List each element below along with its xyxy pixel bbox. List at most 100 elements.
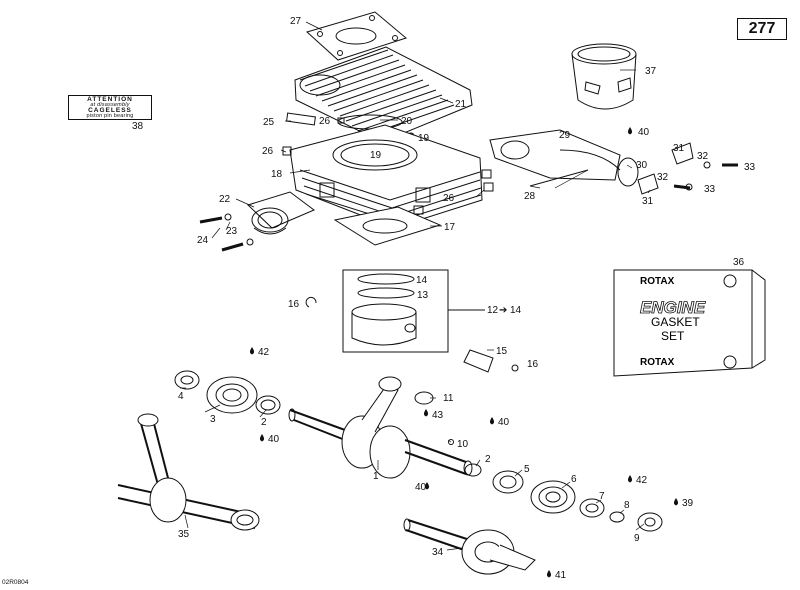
callout-43: 43 xyxy=(432,410,444,421)
screw xyxy=(199,216,223,224)
spacer xyxy=(492,470,524,494)
callout-29: 29 xyxy=(559,130,571,141)
main-bearing xyxy=(530,480,576,514)
attention-line-3: CAGELESS xyxy=(88,107,132,115)
stud xyxy=(337,117,345,124)
intake-manifold xyxy=(247,191,315,235)
callout-32-bottom: 32 xyxy=(657,172,669,183)
callout-42-left: 42 xyxy=(258,347,270,358)
callout-labels: 27 21 37 38 25 26 20 19 19 26 18 26 17 2… xyxy=(132,16,756,581)
callout-41: 41 xyxy=(555,570,567,581)
attention-tag: ATTENTION at disassembly CAGELESS piston… xyxy=(68,95,152,120)
ring xyxy=(464,463,482,477)
callout-5: 5 xyxy=(524,464,530,475)
bracket xyxy=(637,173,659,195)
dowel-pin xyxy=(413,205,424,215)
callout-26-right: 26 xyxy=(443,193,455,204)
leader-lines xyxy=(180,21,651,551)
callout-31-top: 31 xyxy=(673,143,685,154)
callout-8: 8 xyxy=(624,500,630,511)
circlip xyxy=(305,296,317,308)
gasket-set-word-engine: ENGINE xyxy=(640,298,706,317)
callout-12: 12 xyxy=(487,305,499,316)
callout-26: 26 xyxy=(319,116,331,127)
callout-17: 17 xyxy=(444,222,456,233)
callout-4: 4 xyxy=(178,391,184,402)
callout-14: 14 xyxy=(416,275,428,286)
callout-40-right: 40 xyxy=(498,417,510,428)
callout-22: 22 xyxy=(219,194,231,205)
piston-pin xyxy=(463,349,494,373)
callout-35: 35 xyxy=(178,529,190,540)
gasket-set-text: ROTAX ENGINE GASKET SET ROTAX xyxy=(640,276,707,368)
callout-26-left: 26 xyxy=(262,146,274,157)
callout-11: 11 xyxy=(443,393,454,404)
gasket-set-word-set: SET xyxy=(661,329,685,343)
callout-39: 39 xyxy=(682,498,694,509)
callout-38: 38 xyxy=(132,121,144,132)
callout-2-left: 2 xyxy=(261,417,267,428)
callout-16-left: 16 xyxy=(288,299,300,310)
gasket-set-word-gasket: GASKET xyxy=(651,315,700,329)
callout-40-top: 40 xyxy=(638,127,650,138)
callout-24: 24 xyxy=(197,235,209,246)
head-gasket xyxy=(306,11,408,61)
callout-1: 1 xyxy=(373,471,379,482)
washer xyxy=(609,511,625,523)
callout-18: 18 xyxy=(271,169,283,180)
callout-37: 37 xyxy=(645,66,657,77)
callout-9: 9 xyxy=(634,533,640,544)
crankshaft xyxy=(288,376,473,479)
callout-13: 13 xyxy=(417,290,429,301)
attention-line-2: at disassembly xyxy=(90,101,130,108)
crankshaft-assembly xyxy=(117,413,260,531)
callout-7: 7 xyxy=(599,491,605,502)
callout-3: 3 xyxy=(210,414,216,425)
circlip xyxy=(511,364,519,372)
callout-33-top: 33 xyxy=(744,162,756,173)
exhaust-sleeve xyxy=(571,43,637,110)
callout-6: 6 xyxy=(571,474,577,485)
main-bearing xyxy=(206,376,258,414)
bracket xyxy=(671,142,694,165)
callout-27: 27 xyxy=(290,16,302,27)
nut xyxy=(637,512,663,532)
page-number-box: 277 xyxy=(737,18,787,40)
callout-12-range-end: 14 xyxy=(510,305,522,316)
callout-28: 28 xyxy=(524,191,536,202)
gasket-set-brand-bottom: ROTAX xyxy=(640,357,675,368)
callout-40-bottom: 40 xyxy=(415,482,427,493)
callout-34: 34 xyxy=(432,547,444,558)
attention-line-1: ATTENTION xyxy=(87,96,133,103)
spacer-block xyxy=(286,112,316,126)
base-gasket xyxy=(333,206,442,246)
gasket-set-brand-top: ROTAX xyxy=(640,276,675,287)
callout-10: 10 xyxy=(457,439,469,450)
screw xyxy=(221,242,244,252)
callout-20: 20 xyxy=(401,116,413,127)
exhaust-manifold xyxy=(489,129,639,187)
gasket-set-box xyxy=(613,269,766,377)
callout-36: 36 xyxy=(733,257,745,268)
crankshaft-half xyxy=(403,518,536,575)
ring xyxy=(255,395,281,415)
callout-16-right: 16 xyxy=(527,359,539,370)
callout-42-right: 42 xyxy=(636,475,648,486)
callout-30: 30 xyxy=(636,160,648,171)
dowel-pin xyxy=(483,182,494,192)
callout-21: 21 xyxy=(455,99,467,110)
callout-19-center: 19 xyxy=(370,150,382,161)
callout-19: 19 xyxy=(418,133,430,144)
callout-40-left: 40 xyxy=(268,434,280,445)
oil-seal xyxy=(579,498,605,518)
diagram-code: 02R0804 xyxy=(2,579,29,586)
callout-25: 25 xyxy=(263,117,275,128)
callout-33-bottom: 33 xyxy=(704,184,716,195)
dowel-pin xyxy=(481,169,492,179)
callout-2-right: 2 xyxy=(485,454,491,465)
callout-31-bottom: 31 xyxy=(642,196,654,207)
callout-23: 23 xyxy=(226,226,238,237)
piston-kit-box xyxy=(342,269,485,353)
